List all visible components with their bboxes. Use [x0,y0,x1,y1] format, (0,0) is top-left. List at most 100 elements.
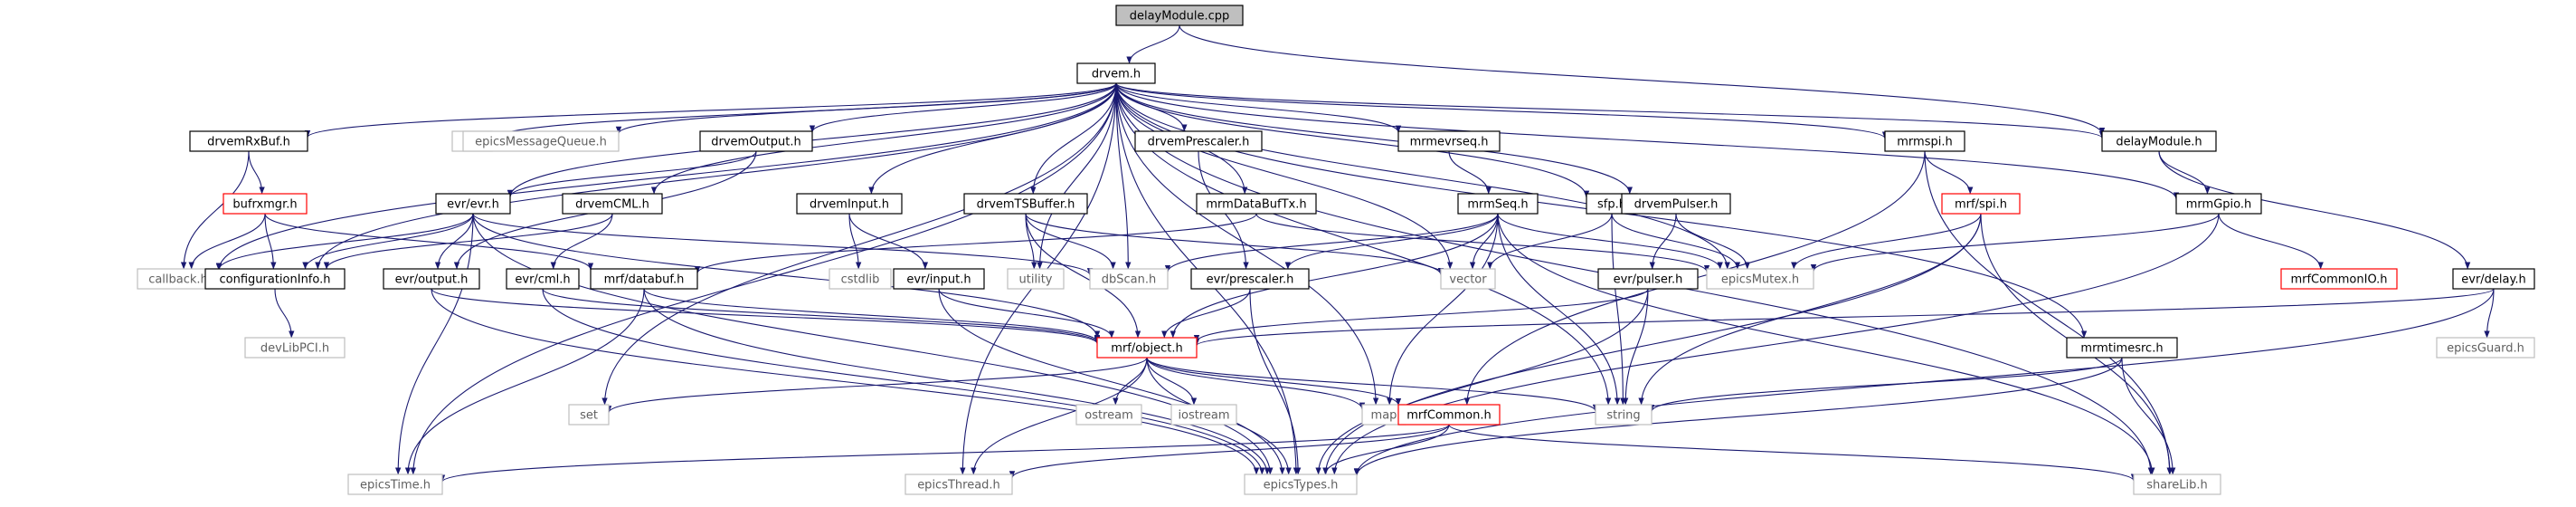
edge-mrfDatabufH-to-epicsTypesH [643,288,1271,475]
node-label-drvemH: drvem.h [1092,68,1141,81]
node-epicsMessageQueueH[interactable]: epicsMessageQueue.h [462,130,620,152]
node-box-stringN [1595,404,1653,426]
node-label-mrmDataBufTxH: mrmDataBufTx.h [1206,198,1306,212]
edge-evrDelayH-to-mrfObjectH [1194,288,2495,347]
node-label-drvemCMLH: drvemCML.h [575,198,649,212]
node-mrfObjectH[interactable]: mrf/object.h [1096,337,1198,359]
edge-mrmevrseqH-to-mrmSeqH [1448,150,1492,195]
node-evrOutputH[interactable]: evr/output.h [383,268,480,290]
edge-evrOutputH-to-epicsTypesH [431,288,1260,475]
edge-drvemPulserH-to-epicsMutexH [1675,213,1750,270]
node-evrCmlH[interactable]: evr/cml.h [506,268,580,290]
node-evrPrescalerH[interactable]: evr/prescaler.h [1190,268,1310,290]
node-drvemTSBufferH[interactable]: drvemTSBuffer.h [963,193,1088,215]
node-iostreamN[interactable]: iostream [1170,404,1237,426]
node-evrDelayH[interactable]: evr/delay.h [2452,268,2535,290]
edge-sfpH-to-stringN [1611,213,1626,406]
node-box-evrInputH [893,268,985,290]
node-label-evrDelayH: evr/delay.h [2461,273,2525,287]
node-label-evrPulserH: evr/pulser.h [1614,273,1683,287]
node-epicsTimeH[interactable]: epicsTime.h [347,474,443,495]
node-evrPulserH[interactable]: evr/pulser.h [1597,268,1699,290]
node-utilityN[interactable]: utility [1007,268,1065,290]
edge-evrPrescalerH-to-mrfObjectH [1161,288,1251,339]
node-label-epicsMutexH: epicsMutex.h [1721,273,1799,287]
node-label-epicsGuardH: epicsGuard.h [2447,342,2524,356]
node-drvemH[interactable]: drvem.h [1076,62,1156,84]
node-drvemPulserH[interactable]: drvemPulser.h [1621,193,1731,215]
node-mapN[interactable]: map [1361,404,1406,426]
edge-mrmSeqH-to-stringN [1497,213,1621,406]
node-mrfSpiH[interactable]: mrf/spi.h [1941,193,2021,215]
node-epicsTypesH[interactable]: epicsTypes.h [1244,474,1358,495]
edge-delayModuleH-to-evrDelayH [2158,150,2471,270]
edge-drvemCMLH-to-configurationInfoH [323,213,613,270]
node-dbScanH[interactable]: dbScan.h [1089,268,1169,290]
edge-evrOutputH-to-mrfObjectH [431,288,1101,344]
node-drvemOutputH[interactable]: drvemOutput.h [699,130,813,152]
node-mrfCommonIOH[interactable]: mrfCommonIO.h [2280,268,2398,290]
node-drvemPrescalerH[interactable]: drvemPrescaler.h [1134,130,1263,152]
node-epicsThreadH[interactable]: epicsThread.h [904,474,1013,495]
node-mrmDataBufTxH[interactable]: mrmDataBufTx.h [1196,193,1317,215]
node-configurationInfoH[interactable]: configurationInfo.h [204,268,346,290]
node-box-dbScanH [1089,268,1169,290]
node-epicsGuardH[interactable]: epicsGuard.h [2436,337,2535,359]
node-mrmspiH[interactable]: mrmspi.h [1884,130,1965,152]
edge-mrfCommonH-to-epicsTimeH [440,424,1450,483]
edge-drvemInputH-to-evrInputH [848,213,929,270]
node-setN[interactable]: set [568,404,610,426]
edge-mrfObjectH-to-iostreamN [1146,357,1198,406]
node-epicsMutexH[interactable]: epicsMutex.h [1706,268,1814,290]
edge-drvemH-to-setN [601,82,1117,406]
edge-mrfObjectH-to-setN [605,357,1148,414]
node-label-utilityN: utility [1019,273,1053,287]
node-label-mrfCommonIOH: mrfCommonIO.h [2290,273,2387,287]
node-label-mrmSeqH: mrmSeq.h [1467,198,1528,212]
node-shareLibH[interactable]: shareLib.h [2133,474,2221,495]
node-evrInputH[interactable]: evr/input.h [893,268,985,290]
edge-drvemH-to-drvemCMLH [650,82,1117,195]
node-mrfCommonH[interactable]: mrfCommon.h [1397,404,1501,426]
node-evrEvrH[interactable]: evr/evr.h [435,193,511,215]
node-callbackH[interactable]: callback.h [137,268,220,290]
edge-drvemH-to-dbScanH [1115,82,1132,270]
edge-mrmDataBufTxH-to-epicsMutexH [1255,213,1710,273]
edge-mrfObjectH-to-mapN [1146,357,1366,410]
edge-evrCmlH-to-mrfObjectH [542,288,1101,344]
node-drvemRxBufH[interactable]: drvemRxBuf.h [189,130,308,152]
node-label-epicsThreadH: epicsThread.h [917,479,1000,493]
node-label-drvemPulserH: drvemPulser.h [1634,198,1719,212]
node-label-epicsMessageQueueH: epicsMessageQueue.h [475,136,607,149]
node-bufrxmgrH[interactable]: bufrxmgr.h [223,193,308,215]
edge-drvemH-to-drvemInputH [868,82,1117,195]
node-label-mrfSpiH: mrf/spi.h [1955,198,2007,212]
node-label-evrOutputH: evr/output.h [395,273,469,287]
node-cstdlibN[interactable]: cstdlib [829,268,892,290]
edge-evrInputH-to-mrfObjectH [938,288,1115,339]
node-box-delayModuleH [2101,130,2217,152]
node-label-evrCmlH: evr/cml.h [515,273,570,287]
node-box-delayModuleCpp [1115,5,1244,26]
node-mrmevrseqH[interactable]: mrmevrseq.h [1397,130,1501,152]
node-label-vectorN: vector [1449,273,1487,287]
edge-sfpH-to-vectorN [1487,213,1613,270]
edge-mrmSeqH-to-evrPrescalerH [1284,213,1499,270]
node-mrmSeqH[interactable]: mrmSeq.h [1457,193,1539,215]
node-label-mrfCommonH: mrfCommon.h [1406,409,1492,423]
node-ostreamN[interactable]: ostream [1075,404,1142,426]
node-label-mrmspiH: mrmspi.h [1897,136,1952,149]
node-box-utilityN [1007,268,1065,290]
node-vectorN[interactable]: vector [1440,268,1496,290]
node-stringN[interactable]: string [1595,404,1653,426]
node-mrmGpioH[interactable]: mrmGpio.h [2175,193,2262,215]
edge-mrfObjectH-to-epicsThreadH [971,357,1148,475]
edge-delayModuleH-to-mrmGpioH [2158,150,2211,195]
node-drvemCMLH[interactable]: drvemCML.h [562,193,663,215]
node-drvemInputH[interactable]: drvemInput.h [796,193,903,215]
node-mrfDatabufH[interactable]: mrf/databuf.h [590,268,698,290]
node-delayModuleH[interactable]: delayModule.h [2101,130,2217,152]
node-devLibPCIH[interactable]: devLibPCI.h [244,337,346,359]
node-mrmtimesrcH[interactable]: mrmtimesrc.h [2066,337,2178,359]
